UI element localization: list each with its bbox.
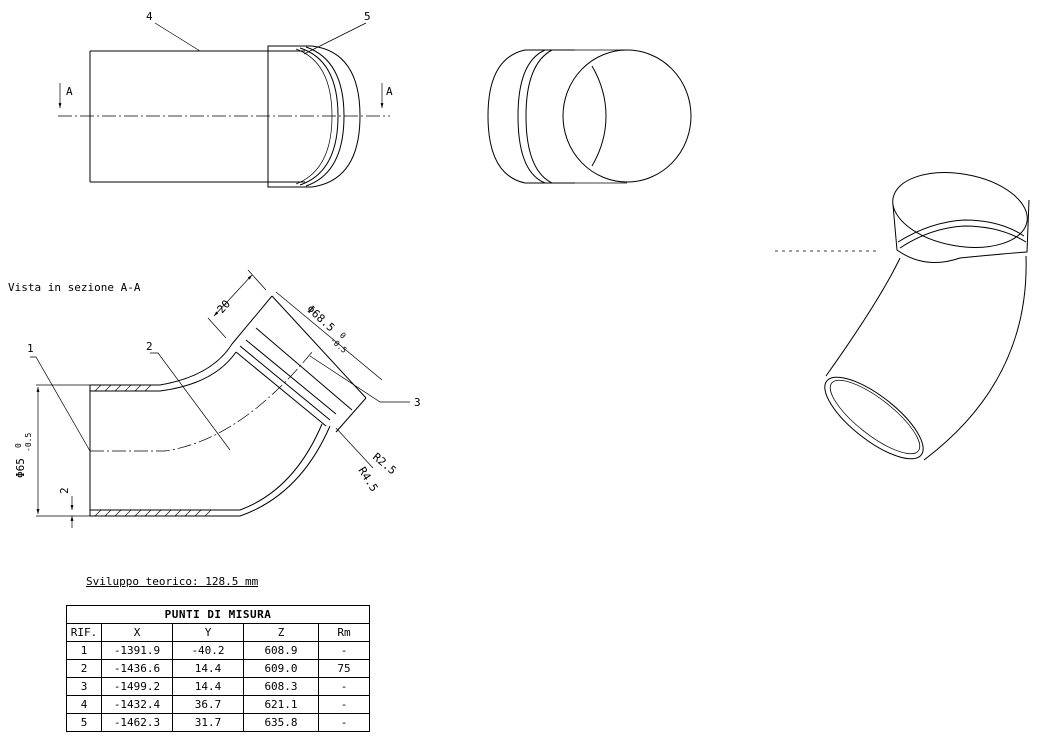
- cell-rif: 5: [66, 713, 102, 732]
- cell-y: 14.4: [172, 659, 244, 678]
- dim-diameter-65-tol-lower: -0.5: [24, 433, 33, 452]
- label-item-5: 5: [364, 10, 371, 23]
- cell-y: 14.4: [172, 677, 244, 696]
- cell-rm: -: [318, 677, 370, 696]
- dim-diameter-65-tol-upper: 0: [14, 443, 23, 448]
- cell-x: -1436.6: [101, 659, 173, 678]
- table-title-row: PUNTI DI MISURA: [66, 605, 370, 624]
- cell-rif: 4: [66, 695, 102, 714]
- label-item-4: 4: [146, 10, 153, 23]
- section-mark-right: A: [386, 85, 393, 98]
- cell-rm: -: [318, 713, 370, 732]
- header-x: X: [101, 623, 173, 642]
- cell-x: -1432.4: [101, 695, 173, 714]
- section-mark-left: A: [66, 85, 73, 98]
- section-view: [30, 269, 410, 528]
- label-item-3: 3: [414, 396, 421, 409]
- cell-rif: 2: [66, 659, 102, 678]
- header-rif: RIF.: [66, 623, 102, 642]
- measurement-table: PUNTI DI MISURA RIF. X Y Z Rm 1 -1391.9 …: [66, 605, 370, 732]
- table-row: 5 -1462.3 31.7 635.8 -: [66, 713, 370, 732]
- front-view: [58, 22, 390, 188]
- dim-2: 2: [58, 487, 71, 494]
- cell-y: 31.7: [172, 713, 244, 732]
- cell-x: -1462.3: [101, 713, 173, 732]
- cell-x: -1391.9: [101, 641, 173, 660]
- dim-20: 20: [215, 297, 234, 316]
- cell-y: 36.7: [172, 695, 244, 714]
- header-z: Z: [243, 623, 319, 642]
- radius-r2-5: R2.5: [370, 450, 399, 477]
- cell-z: 621.1: [243, 695, 319, 714]
- side-view: [487, 49, 692, 184]
- dim-diameter-68: Φ68.5: [304, 303, 337, 335]
- cell-y: -40.2: [172, 641, 244, 660]
- section-title: Vista in sezione A-A: [8, 281, 141, 294]
- label-item-2: 2: [146, 340, 153, 353]
- dim-diameter-68-tol-upper: 0: [338, 331, 348, 341]
- table-header-row: RIF. X Y Z Rm: [66, 623, 370, 642]
- dim-diameter-65: Φ65: [14, 458, 27, 478]
- table-row: 3 -1499.2 14.4 608.3 -: [66, 677, 370, 696]
- radius-r4-5: R4.5: [355, 465, 380, 494]
- table-row: 1 -1391.9 -40.2 608.9 -: [66, 641, 370, 660]
- header-y: Y: [172, 623, 244, 642]
- header-rm: Rm: [318, 623, 370, 642]
- table-title: PUNTI DI MISURA: [66, 605, 370, 624]
- cell-rif: 1: [66, 641, 102, 660]
- table-row: 4 -1432.4 36.7 621.1 -: [66, 695, 370, 714]
- cell-rif: 3: [66, 677, 102, 696]
- cell-rm: -: [318, 641, 370, 660]
- cell-rm: 75: [318, 659, 370, 678]
- label-item-1: 1: [27, 342, 34, 355]
- cell-rm: -: [318, 695, 370, 714]
- table-row: 2 -1436.6 14.4 609.0 75: [66, 659, 370, 678]
- dim-diameter-68-tol-lower: -0.5: [328, 335, 348, 355]
- isometric-view: [775, 172, 1030, 461]
- cell-z: 635.8: [243, 713, 319, 732]
- development-label: Sviluppo teorico: 128.5 mm: [86, 575, 259, 588]
- cell-z: 608.3: [243, 677, 319, 696]
- cell-x: -1499.2: [101, 677, 173, 696]
- cell-z: 609.0: [243, 659, 319, 678]
- cell-z: 608.9: [243, 641, 319, 660]
